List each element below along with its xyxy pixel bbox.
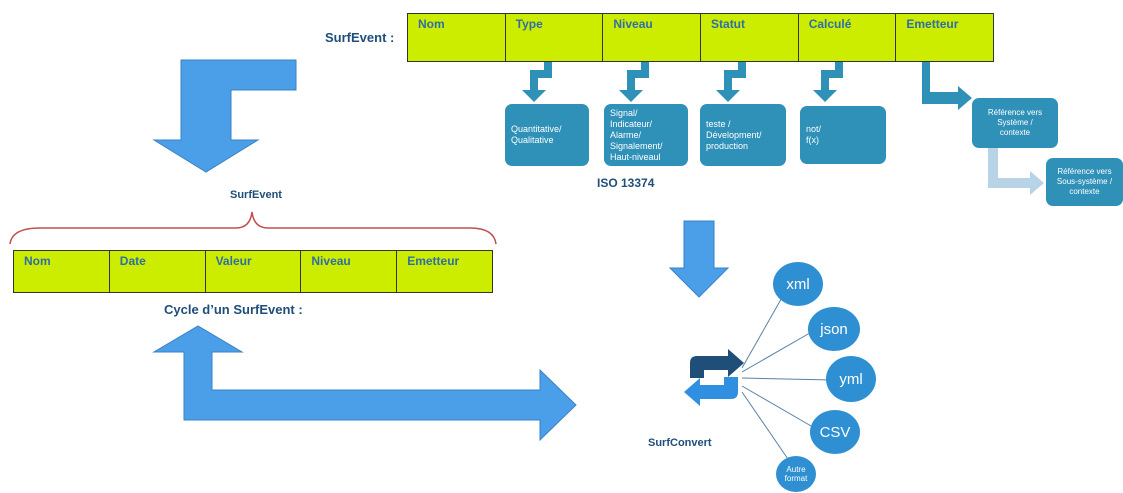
iso-label: ISO 13374 — [597, 176, 655, 190]
subsystem-reference-box: Référence vers Sous-système / contexte — [1046, 158, 1123, 206]
top-col-statut: Statut — [701, 14, 799, 61]
brace — [9, 211, 497, 245]
lower-table: Nom Date Valeur Niveau Emetteur — [13, 250, 493, 293]
convert-icon — [684, 349, 744, 406]
connector-niveau — [619, 62, 649, 102]
statut-detail-box: teste / Dévelopment/ production — [700, 104, 786, 166]
connector-type — [522, 62, 552, 102]
middle-down-arrow — [668, 220, 730, 298]
type-detail-box: Quantitative/ Qualitative — [505, 104, 589, 166]
connector-statut — [716, 62, 746, 102]
format-bubble-csv: CSV — [810, 410, 860, 454]
top-col-type: Type — [506, 14, 604, 61]
format-bubble-yml: yml — [826, 356, 876, 402]
top-col-calcule: Calculé — [799, 14, 897, 61]
top-table: Nom Type Niveau Statut Calculé Emetteur — [407, 13, 994, 62]
format-lines — [741, 286, 833, 463]
niveau-detail-box: Signal/ Indicateur/ Alarme/ Signalement/… — [604, 104, 688, 166]
format-bubble-other: Autre format — [776, 456, 816, 492]
connector-emetteur — [922, 62, 972, 110]
calcule-detail-box: not/ f(x) — [800, 106, 886, 164]
cycle-label: Cycle d’un SurfEvent : — [164, 302, 303, 317]
brace-label: SurfEvent — [230, 189, 282, 201]
lower-col-date: Date — [110, 251, 206, 292]
lower-col-emetteur: Emetteur — [407, 254, 460, 268]
top-col-nom: Nom — [408, 14, 506, 61]
connector-calcule — [813, 62, 843, 102]
column-connectors — [522, 62, 972, 110]
top-col-niveau: Niveau — [603, 14, 702, 61]
top-table-title: SurfEvent : — [325, 30, 395, 45]
big-l-double-arrow — [152, 325, 577, 442]
format-bubble-xml: xml — [773, 262, 823, 306]
system-reference-box: Référence vers Système / contexte — [972, 98, 1058, 148]
faded-connector — [988, 148, 1044, 195]
lower-col-valeur: Valeur — [206, 251, 302, 292]
lower-col-nom: Nom — [14, 251, 110, 292]
top-col-emetteur: Emetteur — [906, 17, 959, 31]
format-bubble-json: json — [808, 307, 860, 351]
converter-label: SurfConvert — [648, 437, 712, 449]
big-down-arrow — [152, 59, 297, 173]
lower-col-niveau: Niveau — [301, 251, 398, 292]
